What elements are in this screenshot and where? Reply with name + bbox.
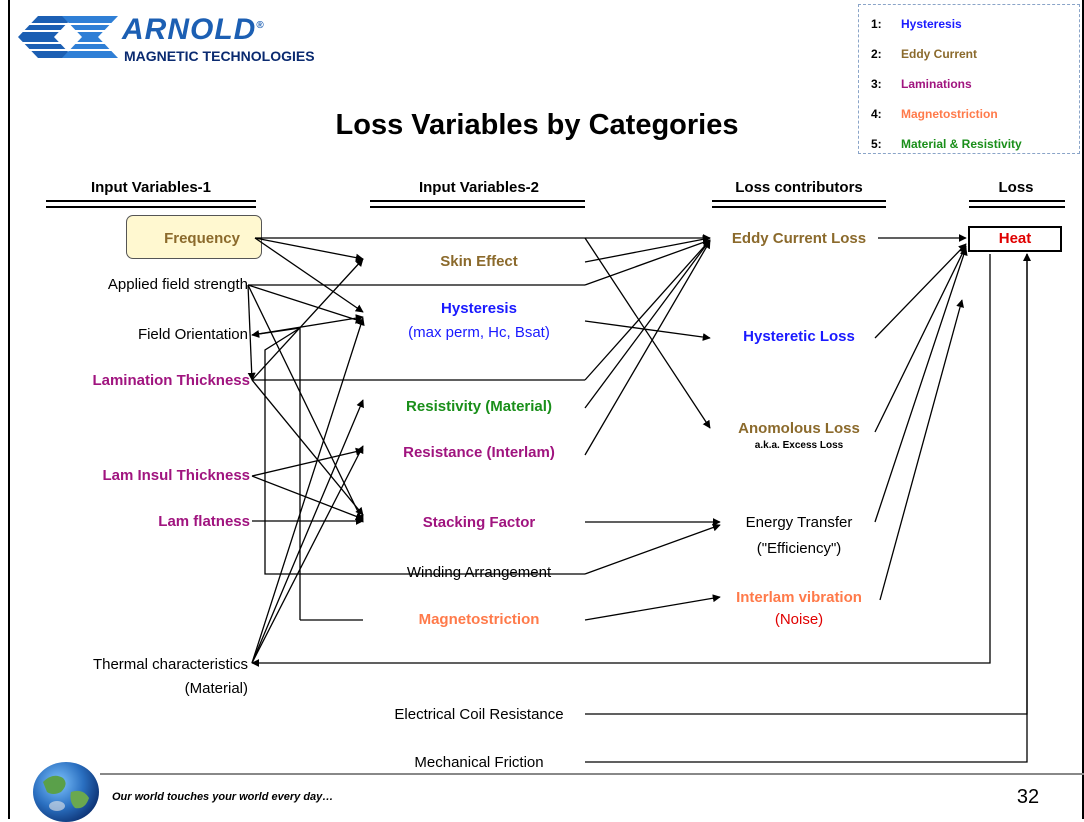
input2-hysteresis: Hysteresis [441,300,517,317]
header-underline-1 [46,200,256,208]
arnold-logo-mark [18,16,118,58]
input-frequency: Frequency [164,230,240,247]
input-field-orientation: Field Orientation [137,326,248,343]
input2-winding-arrangement: Winding Arrangement [406,564,552,581]
category-legend: 1:Hysteresis 2:Eddy Current 3:Lamination… [858,4,1080,154]
heat-box [968,226,1062,252]
header-input-variables-1: Input Variables-1 [90,179,212,196]
legend-item-4: 4:Magnetostriction [871,107,998,121]
page-number: 32 [1016,786,1040,808]
input2-resistance-interlam: Resistance (Interlam) [403,444,555,461]
logo-wordmark: ARNOLD® [122,13,265,46]
contributor-noise: (Noise) [774,611,824,628]
header-loss: Loss [998,179,1034,196]
contributor-interlam-vibration: Interlam vibration [736,589,862,606]
input-thermal-characteristics: Thermal characteristics [92,656,248,673]
contributor-anomolous-aka: a.k.a. Excess Loss [754,440,844,451]
header-input-variables-2: Input Variables-2 [418,179,540,196]
loss-heat: Heat [998,230,1032,247]
header-loss-contributors: Loss contributors [735,179,863,196]
input2-skin-effect: Skin Effect [440,253,518,270]
input2-magnetostriction: Magnetostriction [418,611,540,628]
globe-icon [33,762,99,822]
slide-border [8,0,1084,819]
input-lam-insul-thickness: Lam Insul Thickness [102,467,250,484]
frequency-box [126,215,262,259]
input-lamination-thickness: Lamination Thickness [92,372,250,389]
contributor-hysteretic-loss: Hysteretic Loss [743,328,855,345]
header-underline-2 [370,200,585,208]
input2-electrical-coil-resistance: Electrical Coil Resistance [394,706,564,723]
header-underline-3 [712,200,886,208]
contributor-anomolous-loss: Anomolous Loss [738,420,860,437]
contributor-efficiency: ("Efficiency") [756,540,842,557]
footer-divider [100,773,1084,775]
input2-hysteresis-params: (max perm, Hc, Bsat) [408,324,550,341]
input-applied-field-strength: Applied field strength [107,276,248,293]
input-thermal-material: (Material) [184,680,248,697]
logo-subtitle: MAGNETIC TECHNOLOGIES [124,48,315,64]
input2-resistivity: Resistivity (Material) [406,398,552,415]
legend-item-1: 1:Hysteresis [871,17,962,31]
header-underline-4 [969,200,1065,208]
input2-mechanical-friction: Mechanical Friction [414,754,544,771]
contributor-eddy-current-loss: Eddy Current Loss [731,230,867,247]
input2-stacking-factor: Stacking Factor [422,514,536,531]
footer-tagline: Our world touches your world every day… [112,791,334,803]
legend-item-5: 5:Material & Resistivity [871,137,1022,151]
input-lam-flatness: Lam flatness [158,513,250,530]
legend-item-3: 3:Laminations [871,77,972,91]
contributor-energy-transfer: Energy Transfer [745,514,853,531]
legend-item-2: 2:Eddy Current [871,47,978,61]
page-title: Loss Variables by Categories [335,109,739,141]
